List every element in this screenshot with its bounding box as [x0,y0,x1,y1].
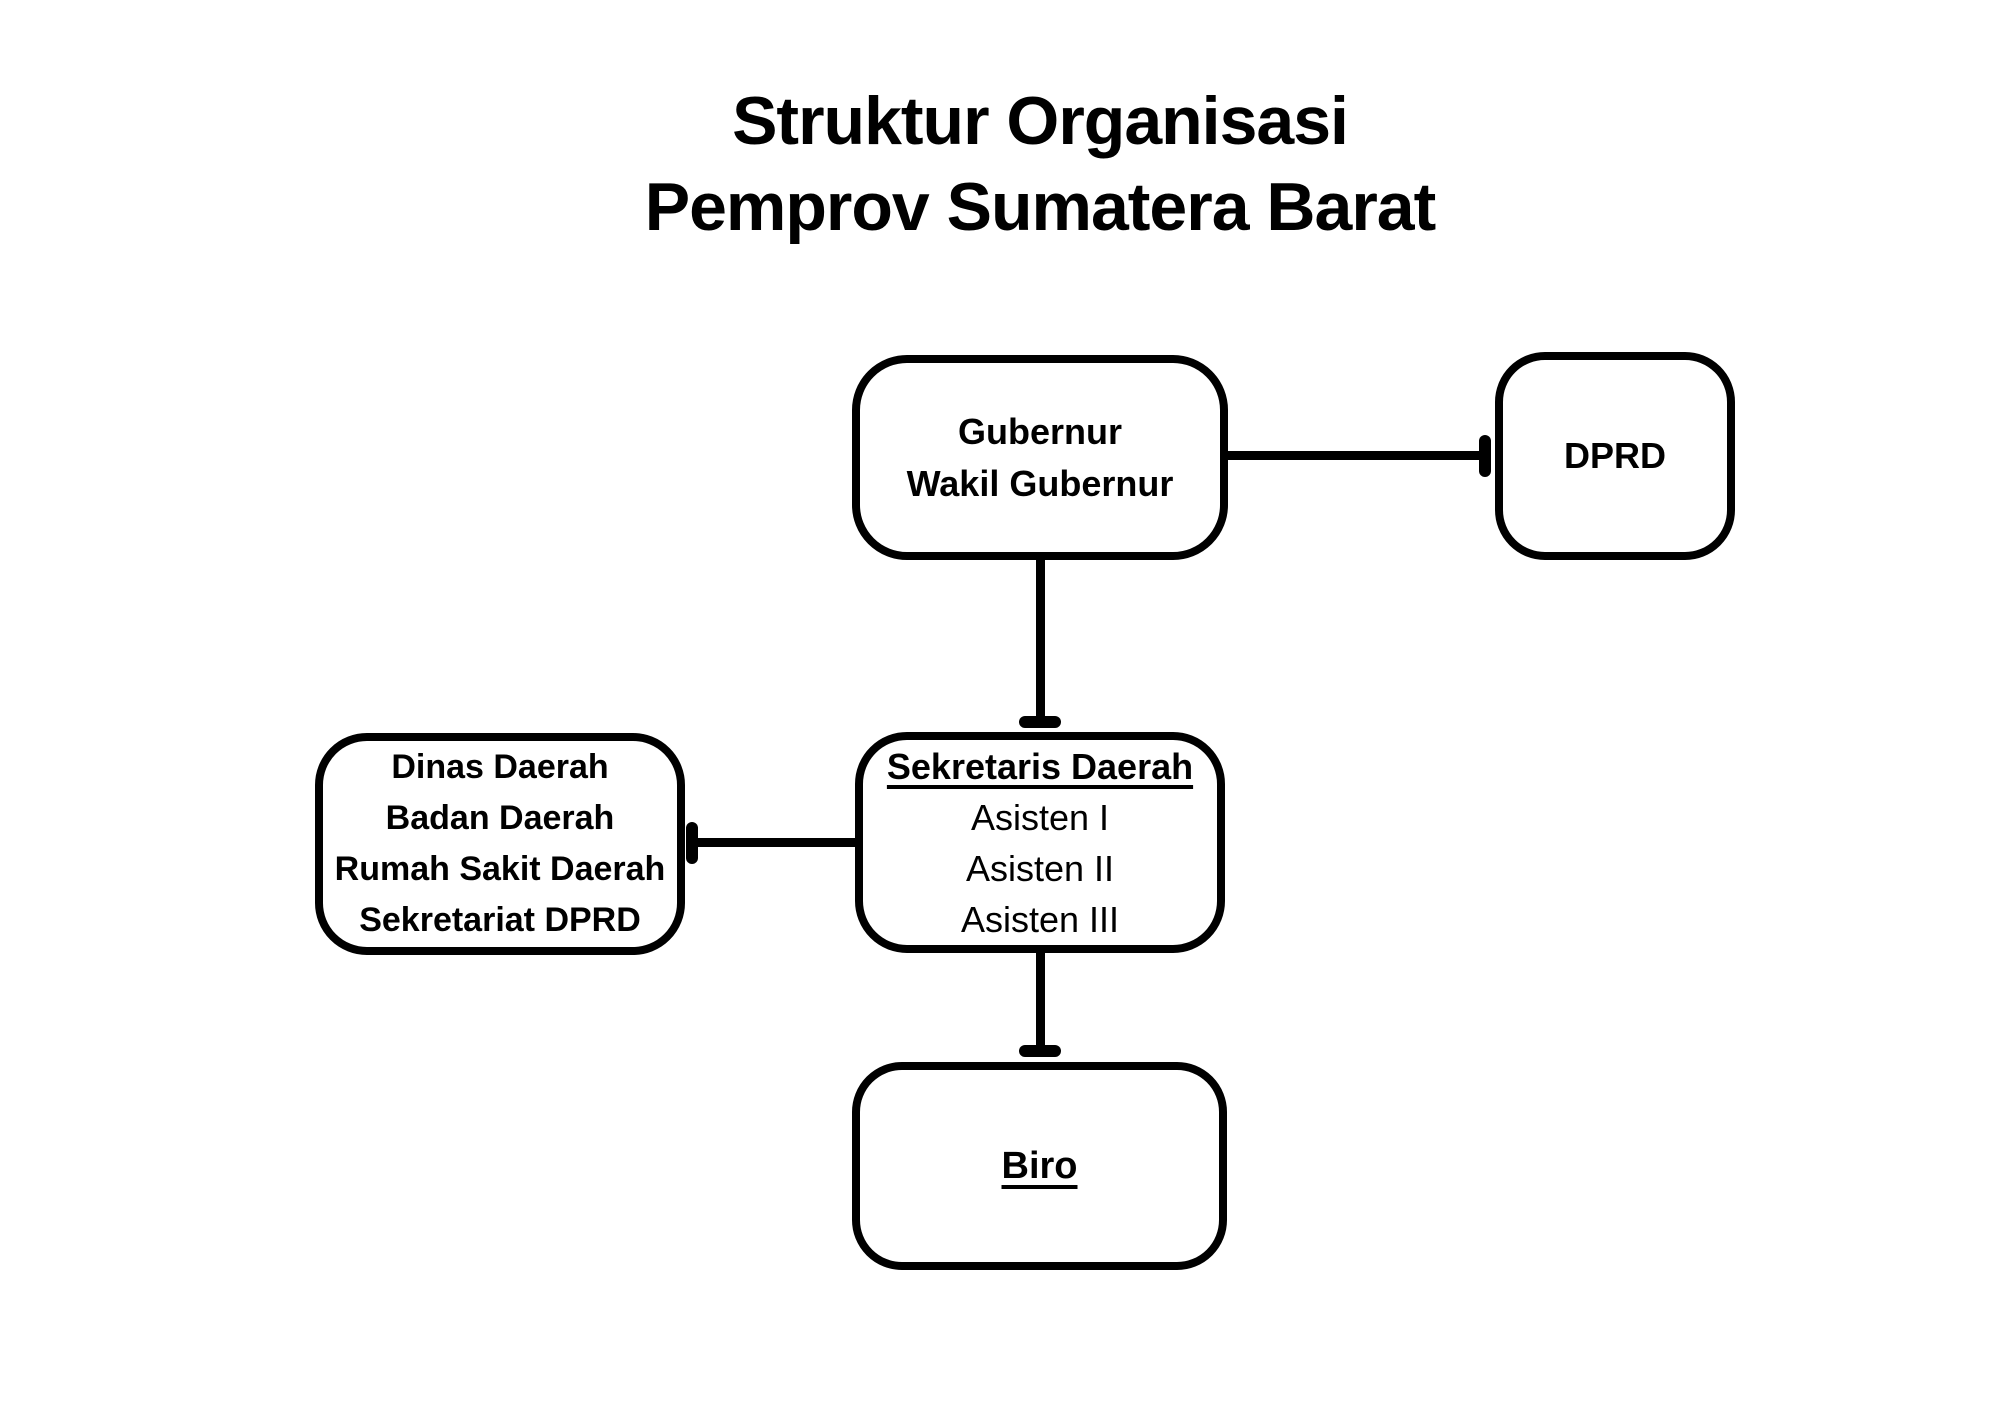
connector-gubernur-dprd [1224,451,1482,460]
node-gubernur-line-2: Wakil Gubernur [906,462,1174,504]
page-title-line-2: Pemprov Sumatera Barat [644,169,1437,245]
node-dprd-label: DPRD [1563,435,1666,476]
node-dinas-line-3: Rumah Sakit Daerah [334,850,666,888]
connector-sekretaris-dinas-endcap [686,822,698,864]
node-dinas-line-1: Dinas Daerah [391,748,609,786]
node-sekretaris-item-3: Asisten III [960,898,1120,940]
connector-gubernur-dprd-endcap [1479,435,1491,477]
node-sekretaris-daerah: Sekretaris Daerah Asisten I Asisten II A… [855,732,1225,953]
node-sekretaris-heading: Sekretaris Daerah [886,745,1194,787]
node-sekretaris-item-1: Asisten I [970,796,1110,838]
connector-sekretaris-dinas [697,838,859,847]
node-dprd: DPRD [1495,352,1735,560]
node-biro-label: Biro [1001,1144,1078,1187]
node-biro: Biro [852,1062,1227,1270]
connector-gubernur-sekretaris [1036,556,1045,720]
node-gubernur-line-1: Gubernur [957,410,1122,452]
page-title: Struktur Organisasi Pemprov Sumatera Bar… [540,78,1540,250]
node-dinas-daerah-group: Dinas Daerah Badan Daerah Rumah Sakit Da… [315,733,685,955]
connector-sekretaris-biro-endcap [1019,1045,1061,1057]
page-title-line-1: Struktur Organisasi [732,83,1349,159]
connector-sekretaris-biro [1036,949,1045,1049]
node-dinas-line-4: Sekretariat DPRD [359,901,641,939]
connector-gubernur-sekretaris-endcap [1019,716,1061,728]
node-sekretaris-item-2: Asisten II [965,847,1115,889]
node-gubernur: Gubernur Wakil Gubernur [852,355,1228,560]
node-dinas-line-2: Badan Daerah [385,799,615,837]
